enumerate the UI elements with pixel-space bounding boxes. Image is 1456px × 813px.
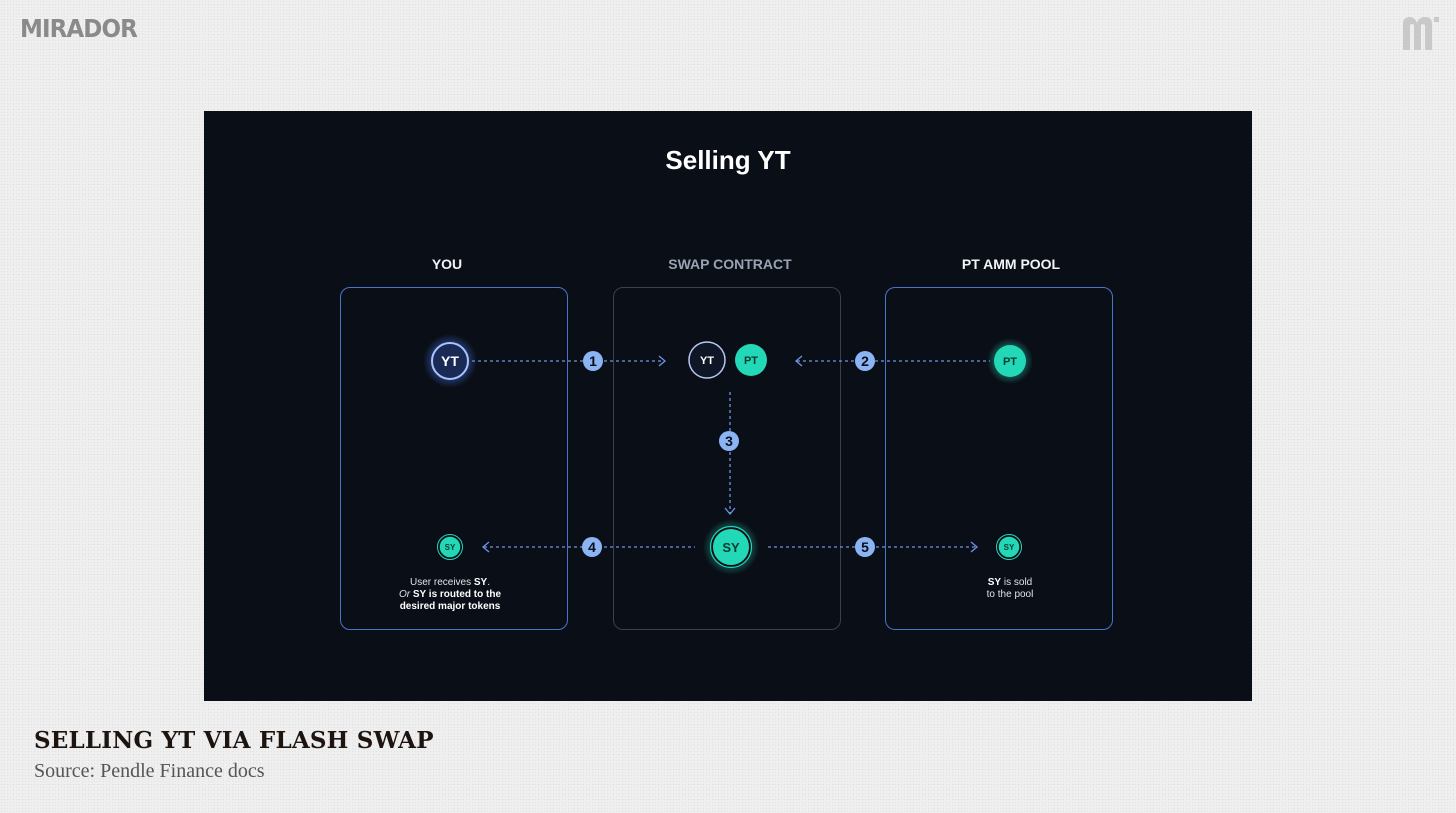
step-label-2: 2 [861, 353, 869, 369]
yt-token-you-label: YT [441, 353, 459, 369]
flow-diagram: YT YT PT PT SY SY SY 1 [423, 334, 1033, 575]
caption-source: Source: Pendle Finance docs [34, 760, 265, 782]
step-label-4: 4 [588, 539, 596, 555]
sy-token-swap [711, 527, 751, 567]
you-box [340, 287, 568, 630]
sy-token-pool-label: SY [1004, 543, 1015, 552]
step-label-3: 3 [725, 433, 733, 449]
pt-token-pool [994, 345, 1026, 377]
arrowhead-5 [970, 541, 979, 553]
pool-note: SY is sold to the pool [986, 577, 1034, 600]
pt-token-swap [735, 344, 767, 376]
step-label-5: 5 [861, 539, 869, 555]
sy-token-you [438, 535, 462, 559]
step-badge-2 [855, 351, 875, 371]
column-heading-you: YOU [431, 256, 463, 272]
you-note: User receives SY. Or SY is routed to the… [398, 577, 502, 612]
brand-wordmark: MIRADOR [20, 14, 138, 43]
diagram-panel: Selling YT YOU SWAP CONTRACT PT AMM POOL [204, 111, 1252, 701]
sy-token-swap-label: SY [722, 540, 740, 555]
yt-token-you [431, 342, 469, 380]
diagram-title: Selling YT [665, 145, 791, 175]
column-heading-pool: PT AMM POOL [961, 256, 1061, 272]
mirador-m-icon [1403, 17, 1439, 50]
arrowhead-1 [658, 355, 667, 367]
arrowhead-2 [794, 355, 803, 367]
step-badge-1 [583, 351, 603, 371]
swap-contract-box [613, 287, 841, 630]
pt-token-pool-label: PT [1003, 356, 1017, 368]
step-badge-5 [855, 537, 875, 557]
sy-token-you-label: SY [445, 543, 456, 552]
step-badge-3 [719, 431, 739, 451]
column-heading-swap-contract: SWAP CONTRACT [668, 256, 792, 272]
yt-token-swap [688, 341, 726, 379]
step-badge-4 [582, 537, 602, 557]
step-label-1: 1 [589, 353, 597, 369]
pt-token-swap-label: PT [744, 355, 758, 367]
arrowhead-4 [481, 541, 490, 553]
yt-token-swap-label: YT [700, 355, 714, 367]
caption-title: SELLING YT VIA FLASH SWAP [34, 727, 434, 754]
arrowhead-3 [724, 507, 736, 516]
pool-box [885, 287, 1113, 630]
sy-token-pool [997, 535, 1021, 559]
